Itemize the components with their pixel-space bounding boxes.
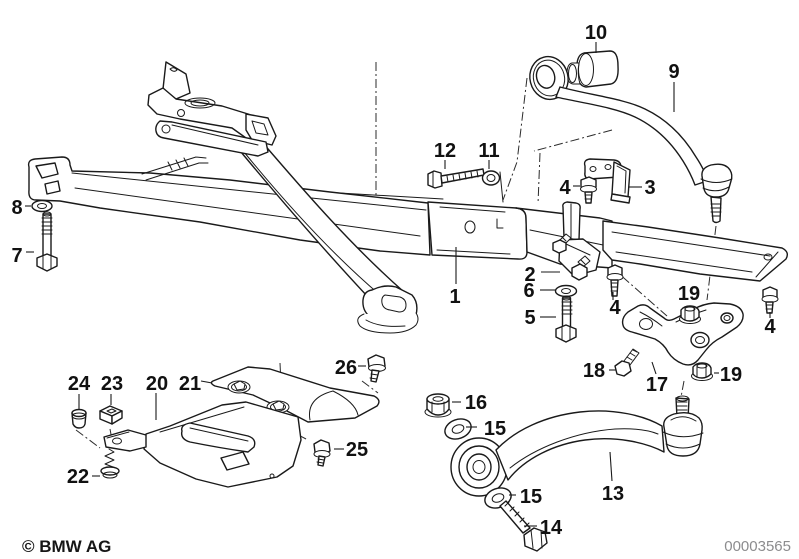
callout-4-b: 4 xyxy=(609,297,621,319)
callout-11: 11 xyxy=(478,140,499,162)
callout-4-a: 4 xyxy=(559,177,571,199)
callout-12: 12 xyxy=(434,140,456,162)
copyright-notice: © BMW AG xyxy=(22,537,111,556)
bolt-7 xyxy=(36,211,58,272)
callout-17: 17 xyxy=(646,374,668,396)
bolt-14 xyxy=(499,500,548,552)
callout-10: 10 xyxy=(585,22,607,44)
callout-26: 26 xyxy=(335,357,357,379)
plug-24 xyxy=(71,408,87,429)
callout-14: 14 xyxy=(540,517,563,539)
callout-19-a: 19 xyxy=(678,283,700,305)
bolt-18 xyxy=(614,348,640,377)
callout-6: 6 xyxy=(523,280,534,302)
callout-21: 21 xyxy=(179,373,201,395)
callout-4-c: 4 xyxy=(764,316,776,338)
bolt-4-a xyxy=(580,176,597,204)
arm-body xyxy=(495,410,665,481)
callout-5: 5 xyxy=(524,307,535,329)
callout-20: 20 xyxy=(146,373,168,395)
callout-18: 18 xyxy=(583,360,605,382)
callout-3: 3 xyxy=(644,177,655,199)
screw-25 xyxy=(313,439,331,467)
upper-control-arm xyxy=(529,50,733,224)
diagram-number: 00003565 xyxy=(724,538,791,555)
clamp-wedge-part-2 xyxy=(552,201,601,281)
callout-15-b: 15 xyxy=(520,486,542,508)
callout-22: 22 xyxy=(67,466,89,488)
extension-arm xyxy=(602,220,789,282)
support-tower xyxy=(141,61,277,181)
callout-1: 1 xyxy=(449,286,460,308)
callout-7: 7 xyxy=(11,245,22,267)
callout-15-a: 15 xyxy=(484,418,506,440)
central-joint xyxy=(427,201,528,260)
cover-plate-20 xyxy=(103,401,302,488)
screw-22 xyxy=(100,448,120,479)
plate-bolt-boss xyxy=(227,380,251,394)
clip-nut-23 xyxy=(99,405,123,425)
bushing-10 xyxy=(566,50,619,88)
nut-19-a xyxy=(679,305,701,324)
callout-19-b: 19 xyxy=(720,364,742,386)
bracket-3 xyxy=(583,158,631,204)
nut-19-b xyxy=(691,362,713,381)
lower-control-arm xyxy=(450,395,704,497)
leader-lines xyxy=(25,42,771,527)
washer-6 xyxy=(554,284,578,298)
bolt-5 xyxy=(555,295,577,343)
washer-11 xyxy=(481,170,504,203)
callout-9: 9 xyxy=(668,61,679,83)
beam-foot-mount xyxy=(357,285,419,334)
washer-8 xyxy=(31,199,53,213)
ball-joint-9 xyxy=(700,163,733,224)
arm-tube xyxy=(555,86,708,186)
callout-16: 16 xyxy=(465,392,487,414)
ball-joint-13 xyxy=(662,395,704,457)
callout-labels: 1 2 3 4 4 4 5 6 7 8 9 10 11 12 13 14 15 … xyxy=(11,22,776,539)
callout-23: 23 xyxy=(101,373,123,395)
nut-16 xyxy=(424,393,452,418)
callout-8: 8 xyxy=(11,197,22,219)
bolt-4-c xyxy=(761,286,779,314)
callout-25: 25 xyxy=(346,439,368,461)
callout-24: 24 xyxy=(68,373,91,395)
callout-2: 2 xyxy=(524,264,535,286)
screw-26 xyxy=(367,354,386,383)
bolt-4-b xyxy=(606,264,624,297)
callout-13: 13 xyxy=(602,483,624,505)
washer-15-a xyxy=(444,418,472,440)
wedge-stud-a xyxy=(552,233,572,254)
front-axle-support xyxy=(27,61,789,334)
plate-mount-tab xyxy=(103,429,147,452)
wedge-stud-b xyxy=(571,255,591,281)
